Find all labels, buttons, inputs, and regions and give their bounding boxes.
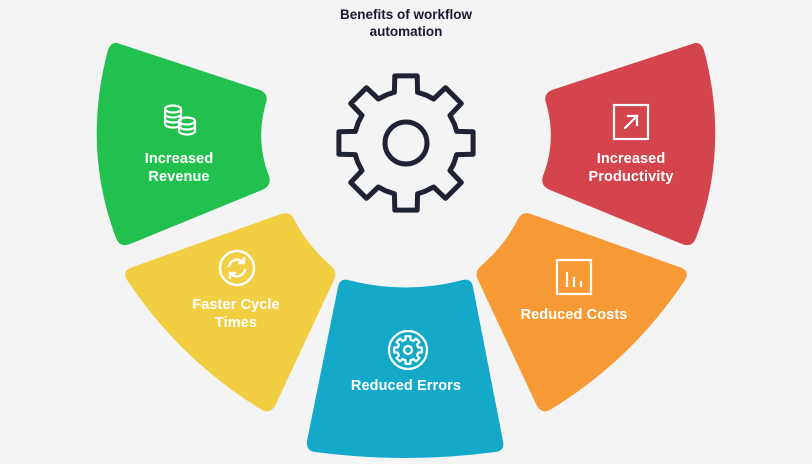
label-reduced-errors: Reduced Errors xyxy=(350,378,462,394)
label-increased-revenue: Increased Revenue xyxy=(144,151,214,185)
small-gear-outline xyxy=(393,335,423,365)
label-faster-cycle-times: Faster Cycle Times xyxy=(192,297,280,331)
error-gear-icon xyxy=(387,329,429,371)
page-title: Benefits of workflow automation xyxy=(306,6,506,40)
coins-stack-icon xyxy=(163,104,197,136)
segment-reduced-costs xyxy=(476,213,687,412)
gear-hub xyxy=(382,119,430,167)
gear-outline xyxy=(336,73,476,213)
refresh-cycle-icon xyxy=(218,249,256,287)
segment-faster-cycle-times xyxy=(125,213,336,412)
label-increased-productivity: Increased Productivity xyxy=(588,151,674,185)
arrow-up-right-icon xyxy=(612,103,650,141)
bar-chart-icon xyxy=(555,258,593,296)
segment-increased-productivity xyxy=(542,42,716,246)
title-line-2: automation xyxy=(369,24,443,39)
gear-icon xyxy=(336,73,476,213)
segment-increased-revenue xyxy=(96,42,270,246)
title-line-1: Benefits of workflow xyxy=(339,7,472,22)
label-reduced-costs: Reduced Costs xyxy=(520,307,628,323)
